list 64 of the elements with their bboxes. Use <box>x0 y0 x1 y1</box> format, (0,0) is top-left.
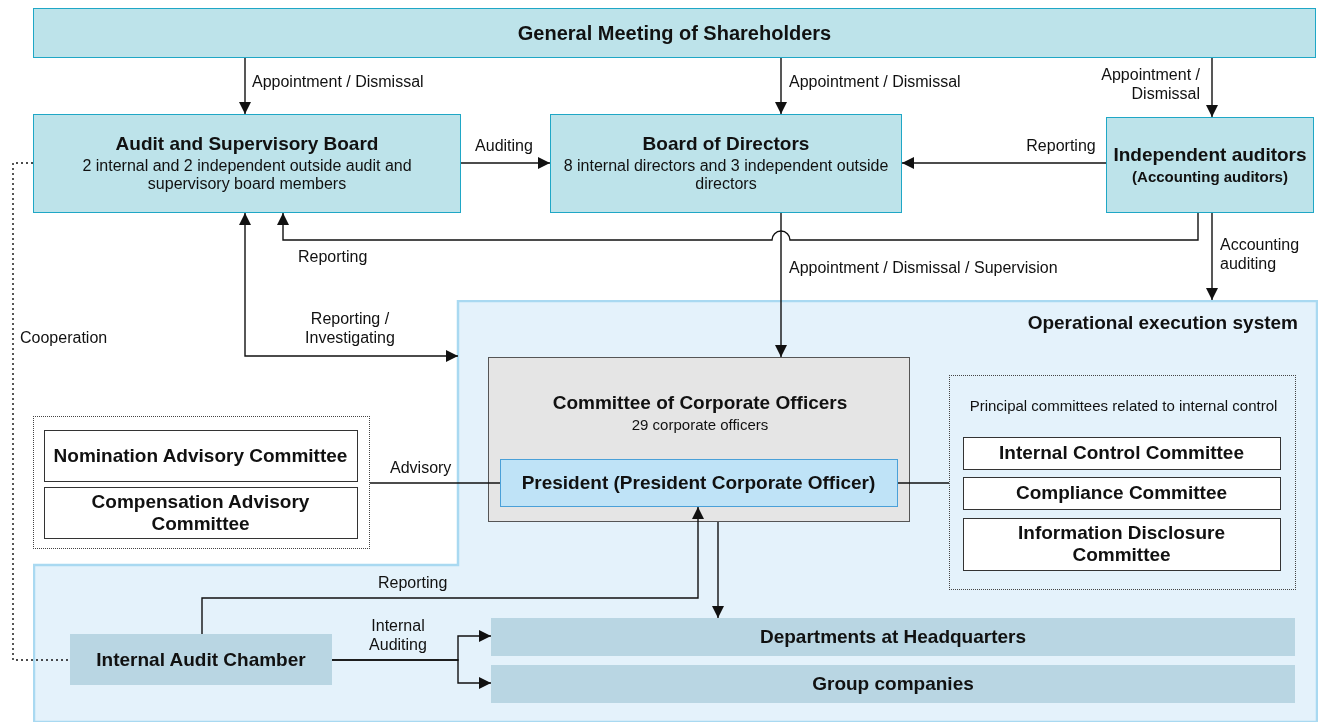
edge-label: Appointment / Dismissal <box>252 72 424 92</box>
arrow <box>331 659 492 689</box>
box-title: Group companies <box>812 673 974 695</box>
arrow <box>1206 212 1218 301</box>
edge-label: Reporting / Investigating <box>304 309 396 348</box>
arrow <box>239 57 251 115</box>
edge-label: Appointment / Dismissal / Supervision <box>789 258 1058 278</box>
box-title: Internal Control Committee <box>999 442 1244 464</box>
edge-label: Reporting <box>378 573 448 593</box>
edge-label: Accounting auditing <box>1220 235 1301 274</box>
dotted-group-frame <box>949 375 1296 590</box>
arrow <box>1206 57 1218 118</box>
edge-label: Appointment / Dismissal <box>1100 65 1200 104</box>
organization-box <box>33 8 1316 58</box>
edge-label: Internal Auditing <box>368 616 428 655</box>
arrow <box>277 212 1199 241</box>
committee-box <box>962 436 1281 470</box>
president-box <box>499 458 898 507</box>
committee-box <box>43 486 358 539</box>
box-title: Compliance Committee <box>1015 482 1228 504</box>
arrow <box>775 212 787 358</box>
organization-band <box>70 634 332 685</box>
committee-box <box>43 429 358 482</box>
arrow <box>201 506 704 635</box>
connector-line <box>12 162 71 661</box>
edge-label: Cooperation <box>20 328 108 348</box>
box-title: Departments at Headquarters <box>759 626 1027 648</box>
dotted-group-frame <box>33 416 370 549</box>
arrow <box>775 57 787 115</box>
committee-box <box>488 357 910 522</box>
box-title: Information Disclosure Committee <box>1017 522 1226 566</box>
organization-box <box>1106 117 1314 213</box>
box-subtitle: 2 internal and 2 independent outside audit and supervisory board members <box>81 157 413 194</box>
committee-box <box>962 476 1281 510</box>
box-subtitle: 8 internal directors and 3 independent outside directors <box>562 157 890 194</box>
group-heading: Principal committees related to internal control <box>969 397 1278 415</box>
box-title: Audit and Supervisory Board <box>115 133 379 156</box>
connector-line <box>897 482 950 484</box>
edge-label: Appointment / Dismissal <box>789 72 961 92</box>
organization-box <box>550 114 902 213</box>
box-title: General Meeting of Shareholders <box>517 21 832 45</box>
organization-box <box>33 114 461 213</box>
connector-line <box>369 482 501 484</box>
edge-label: Auditing <box>474 136 534 156</box>
box-subtitle: 29 corporate officers <box>631 416 769 434</box>
box-title: Independent auditors <box>1113 144 1307 167</box>
committee-box <box>962 517 1281 571</box>
box-title: Compensation Advisory Committee <box>90 490 311 535</box>
region-title: Operational execution system <box>1027 312 1298 334</box>
box-title: Board of Directors <box>642 133 810 156</box>
box-subtitle: (Accounting auditors) <box>1132 168 1288 186</box>
arrow <box>712 521 724 619</box>
edge-label: Advisory <box>390 458 452 478</box>
arrow <box>239 212 459 362</box>
box-title: Nomination Advisory Committee <box>53 444 348 467</box>
box-title: Internal Audit Chamber <box>96 648 306 671</box>
box-title: President (President Corporate Officer) <box>521 471 876 494</box>
arrow <box>460 157 551 169</box>
organization-band <box>491 665 1295 703</box>
edge-label: Reporting <box>298 247 368 267</box>
arrow <box>901 157 1107 169</box>
edge-label: Reporting <box>1025 136 1097 156</box>
organization-band <box>491 618 1295 656</box>
box-title: Committee of Corporate Officers <box>552 392 848 415</box>
